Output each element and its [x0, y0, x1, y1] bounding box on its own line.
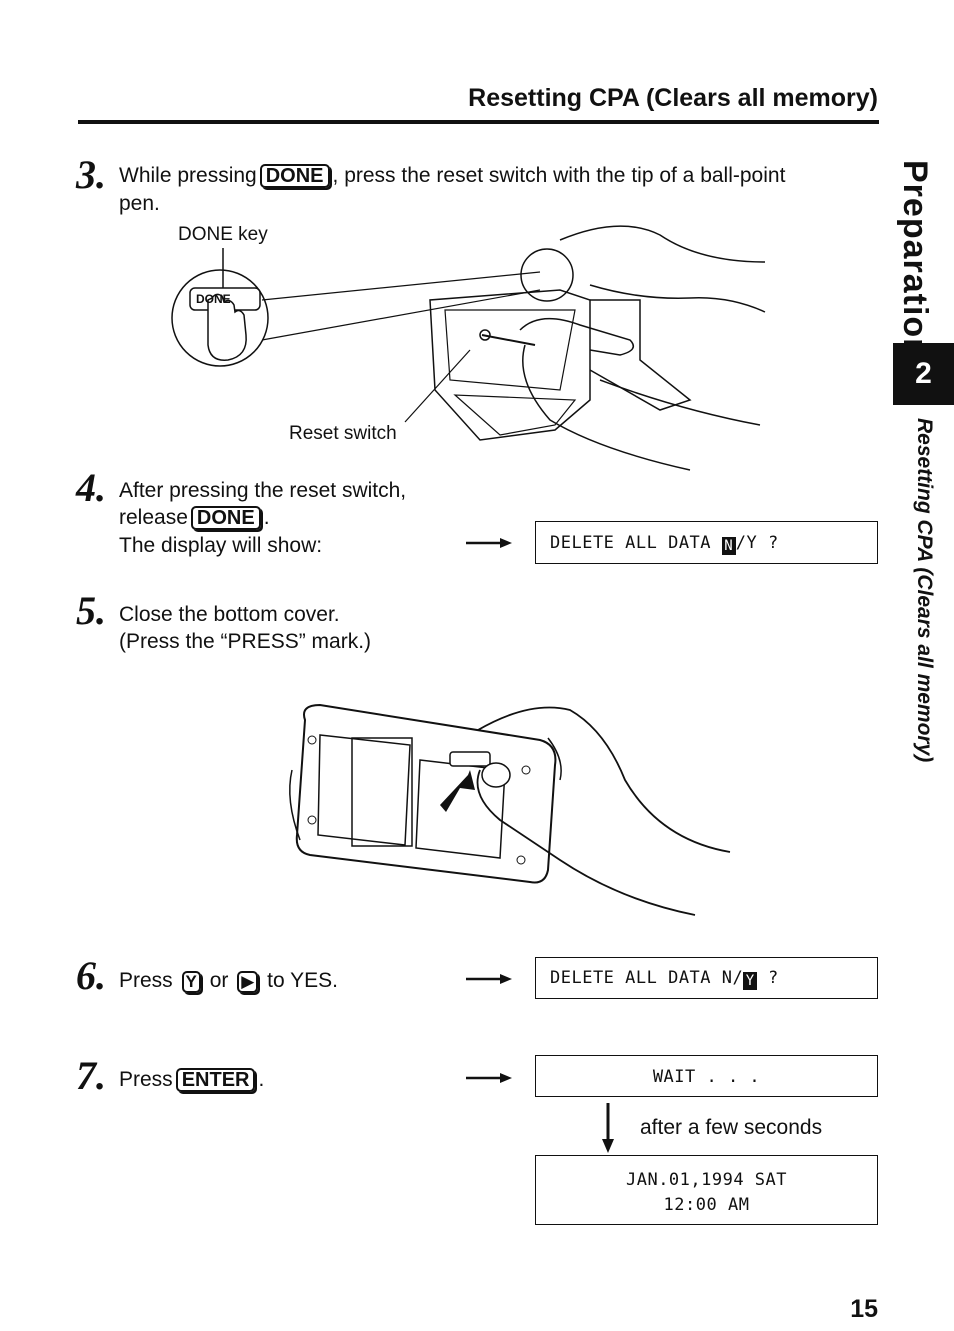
sidebar-subtitle: Resetting CPA (Clears all memory) [913, 418, 936, 763]
display-time: 12:00 AM [663, 1195, 750, 1215]
arrow-right-icon [466, 1073, 512, 1083]
sidebar-section-label: Preparation [896, 160, 934, 360]
display-date-time: JAN.01,1994 SAT 12:00 AM [535, 1155, 878, 1225]
after-few-seconds-label: after a few seconds [640, 1116, 823, 1139]
display-delete-n-a: DELETE ALL DATA [550, 533, 722, 553]
step-6-number: 6. [76, 953, 106, 998]
step-4-line3: The display will show: [119, 534, 323, 557]
done-key-label: DONE key [178, 224, 268, 245]
step-4-line1: After pressing the reset switch, [119, 479, 407, 502]
step-7-text-b: . [258, 1068, 265, 1091]
step-4-line2-b: . [263, 506, 270, 529]
done-key-badge: DONE [259, 164, 330, 188]
arrow-right-icon [466, 538, 512, 548]
page-number: 15 [850, 1295, 878, 1323]
chapter-tab: 2 [893, 343, 954, 405]
display-date: JAN.01,1994 SAT [625, 1170, 788, 1190]
step-3-text-b: , press the reset switch with the tip of… [332, 164, 786, 187]
arrow-right-icon [466, 974, 512, 984]
step-4-number: 4. [76, 465, 106, 510]
done-key-badge-2: DONE [190, 506, 261, 530]
step-6-text: Press Y or ▶ to YES. [119, 967, 338, 994]
close-cover-illustration [289, 703, 731, 916]
display-delete-y-a: DELETE ALL DATA N/ [550, 968, 744, 988]
display-delete-n: DELETE ALL DATA N/Y ? [535, 521, 878, 564]
step-6-text-or: or [209, 969, 229, 992]
step-3-text-a: While pressing [119, 164, 257, 187]
arrow-down-icon [602, 1103, 614, 1153]
header-rule [78, 120, 879, 124]
display-delete-y: DELETE ALL DATA N/Y ? [535, 957, 878, 999]
display-delete-y-b: ? [757, 968, 779, 988]
step-3-text-c: pen. [119, 192, 160, 215]
step-6-text-a: Press [119, 969, 173, 992]
page-title: Resetting CPA (Clears all memory) [468, 84, 878, 112]
illustration-done-key: DONE [196, 292, 231, 306]
step-5-line1: Close the bottom cover. [119, 603, 340, 626]
y-key-badge: Y [181, 971, 201, 993]
step-5-line2: (Press the “PRESS” mark.) [119, 630, 372, 653]
right-arrow-key-badge: ▶ [237, 971, 259, 993]
step-6-text-b: to YES. [267, 969, 338, 992]
step-7-number: 7. [76, 1053, 106, 1098]
step-3-number: 3. [76, 152, 106, 197]
display-wait: WAIT . . . [535, 1055, 878, 1097]
step-7-text-a: Press [119, 1068, 173, 1091]
reset-illustration [171, 225, 766, 471]
display-cursor: N [721, 537, 736, 555]
display-delete-n-b: /Y ? [735, 533, 779, 553]
reset-switch-label: Reset switch [289, 423, 397, 444]
enter-key-badge: ENTER [175, 1068, 256, 1092]
display-cursor: Y [743, 972, 758, 990]
step-5-number: 5. [76, 588, 106, 633]
step-4-line2-a: release [119, 506, 188, 529]
